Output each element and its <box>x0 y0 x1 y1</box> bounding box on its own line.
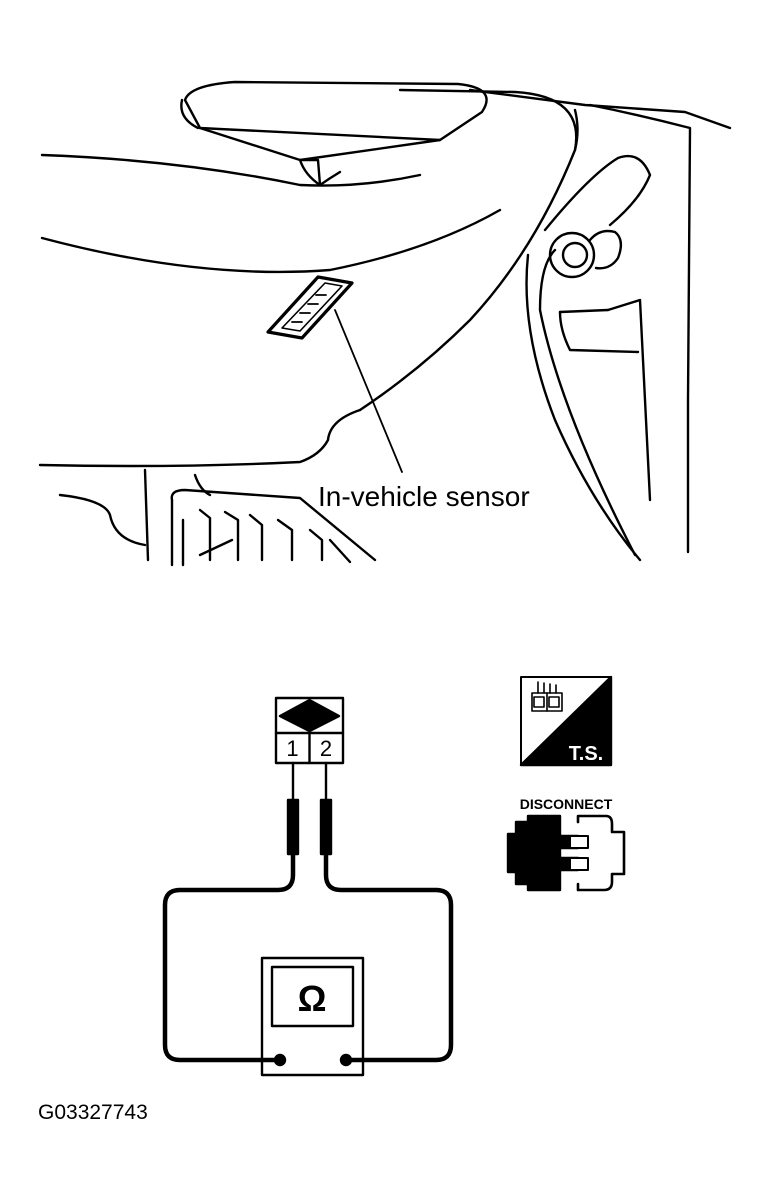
test-probe-left <box>286 761 300 856</box>
pin-1-label: 1 <box>286 736 298 761</box>
disconnect-icon <box>506 814 626 892</box>
test-probe-right <box>319 761 333 856</box>
pin-2-label: 2 <box>320 736 332 761</box>
in-vehicle-sensor-icon <box>266 275 403 473</box>
sensor-label: In-vehicle sensor <box>318 481 530 512</box>
figure-id: G03327743 <box>38 1101 148 1124</box>
disconnect-label: DISCONNECT <box>520 796 613 812</box>
ts-icon <box>519 675 613 767</box>
harness-connector <box>274 696 345 765</box>
ohm-symbol: Ω <box>298 978 327 1019</box>
dashboard-illustration <box>38 80 732 567</box>
ohmmeter <box>260 956 365 1077</box>
test-leads <box>162 851 454 1063</box>
ts-badge-label: T.S. <box>569 743 603 765</box>
